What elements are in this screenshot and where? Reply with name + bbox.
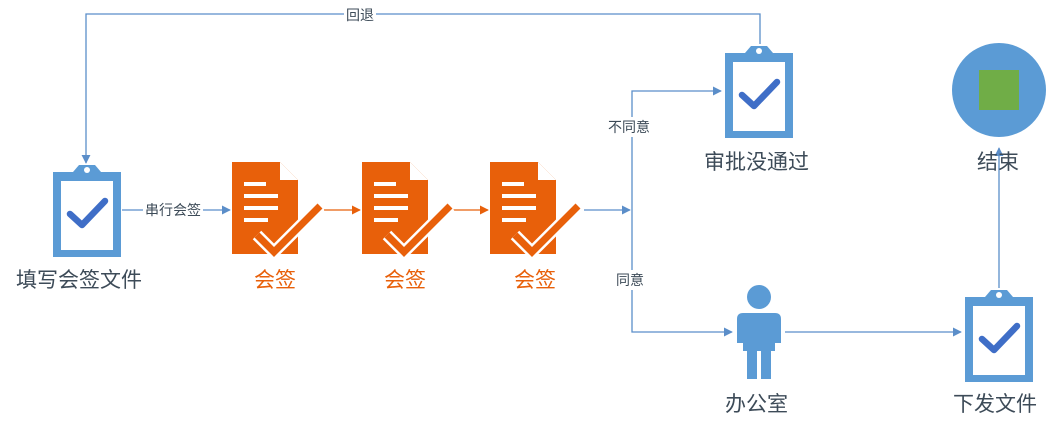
node-label-sign2: 会签 [384, 268, 426, 292]
edge-label-return: 回退 [344, 5, 376, 25]
edge-disagree [631, 86, 722, 210]
document-check-icon [362, 162, 455, 261]
edge-return [81, 13, 761, 164]
stop-circle-icon [952, 43, 1046, 137]
edge-label-serial: 串行会签 [143, 200, 203, 220]
document-check-icon [232, 162, 325, 261]
edge-agree [631, 210, 733, 337]
node-label-end: 结束 [977, 150, 1019, 174]
document-check-icon [490, 162, 583, 261]
node-label-sign3: 会签 [514, 268, 556, 292]
node-label-office: 办公室 [725, 392, 788, 416]
connectors [81, 13, 1004, 337]
clipboard-check-icon [965, 290, 1033, 382]
node-label-issue: 下发文件 [953, 392, 1037, 416]
person-icon [737, 285, 781, 379]
edge-label-agree: 同意 [614, 270, 646, 290]
node-label-sign1: 会签 [254, 268, 296, 292]
node-label-fill: 填写会签文件 [16, 268, 142, 292]
edge-label-disagree: 不同意 [606, 117, 652, 137]
node-label-rejected: 审批没通过 [704, 150, 809, 174]
clipboard-check-icon [53, 165, 121, 257]
clipboard-check-icon [725, 46, 793, 138]
